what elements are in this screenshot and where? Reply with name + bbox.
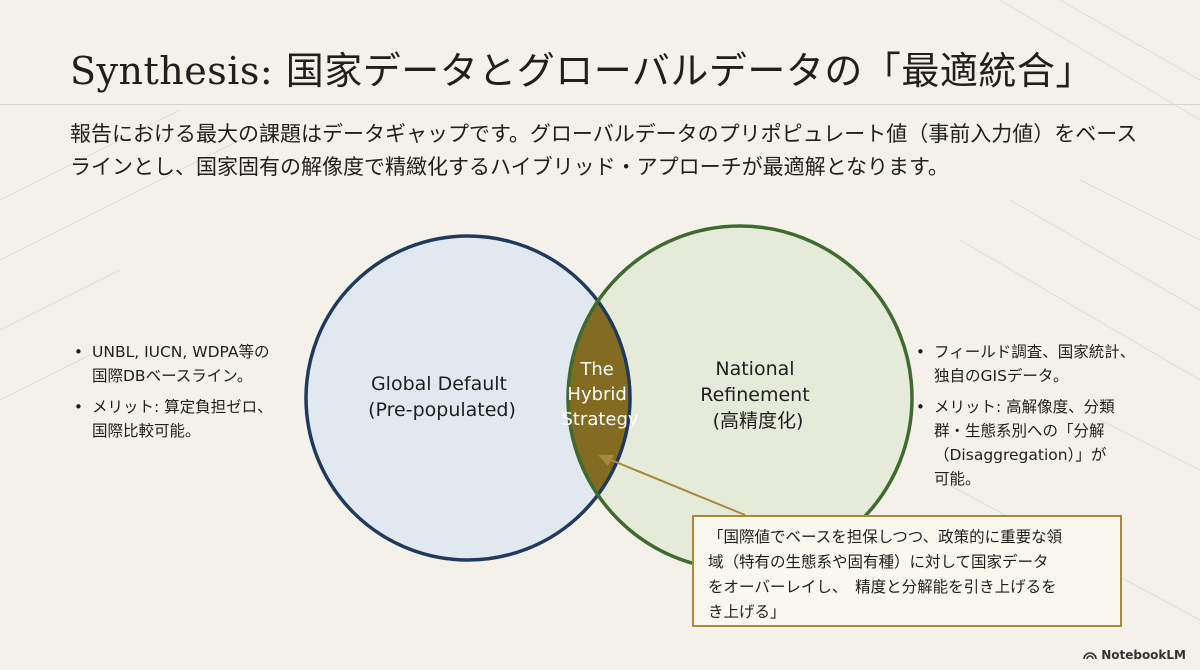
global-default-outline <box>304 234 632 562</box>
callout-line: 「国際値でベースを担保しつつ、政策的に重要な領 <box>708 528 1063 546</box>
global-default-label: Global Default (Pre-populated) <box>368 373 516 421</box>
hybrid-strategy-label: The Hybrid Strategy <box>561 359 638 430</box>
callout-pointer-arrow <box>598 455 746 516</box>
notebooklm-watermark: NotebookLM <box>1083 648 1186 662</box>
list-item: フィールド調査、国家統計、 独自のGISデータ。 <box>916 340 1156 388</box>
hybrid-strategy-callout: 「国際値でベースを担保しつつ、政策的に重要な領 域（特有の生態系や固有種）に対し… <box>692 515 1122 627</box>
national-refinement-circle <box>568 226 912 570</box>
title-divider <box>0 104 1200 105</box>
national-refinement-label: National Refinement (高精度化) <box>700 358 815 432</box>
list-item: UNBL, IUCN, WDPA等の 国際DBベースライン。 <box>74 340 304 388</box>
brand-label: NotebookLM <box>1101 648 1186 662</box>
intro-line-1: 報告における最大の課題はデータギャップです。グローバルデータのプリポピュレート値… <box>70 122 1138 146</box>
list-item: メリット: 算定負担ゼロ、 国際比較可能。 <box>74 395 304 443</box>
callout-line: をオーバーレイし、 精度と分解能を引き上げるを <box>708 578 1057 596</box>
national-refinement-notes: フィールド調査、国家統計、 独自のGISデータ。 メリット: 高解像度、分類 群… <box>916 340 1156 498</box>
callout-line: 域（特有の生態系や固有種）に対して国家データ <box>708 553 1049 571</box>
global-default-notes: UNBL, IUCN, WDPA等の 国際DBベースライン。 メリット: 算定負… <box>74 340 304 450</box>
intro-line-2: ラインとし、国家固有の解像度で精緻化するハイブリッド・アプローチが最適解となりま… <box>70 155 949 179</box>
callout-line: き上げる」 <box>708 603 786 621</box>
slide-title: Synthesis: 国家データとグローバルデータの「最適統合」 <box>70 49 1094 93</box>
intro-paragraph: 報告における最大の課題はデータギャップです。グローバルデータのプリポピュレート値… <box>70 118 1150 184</box>
global-default-circle <box>306 236 630 560</box>
notebooklm-logo-icon <box>1083 652 1097 660</box>
list-item: メリット: 高解像度、分類 群・生態系別への「分解 （Disaggregatio… <box>916 395 1156 491</box>
